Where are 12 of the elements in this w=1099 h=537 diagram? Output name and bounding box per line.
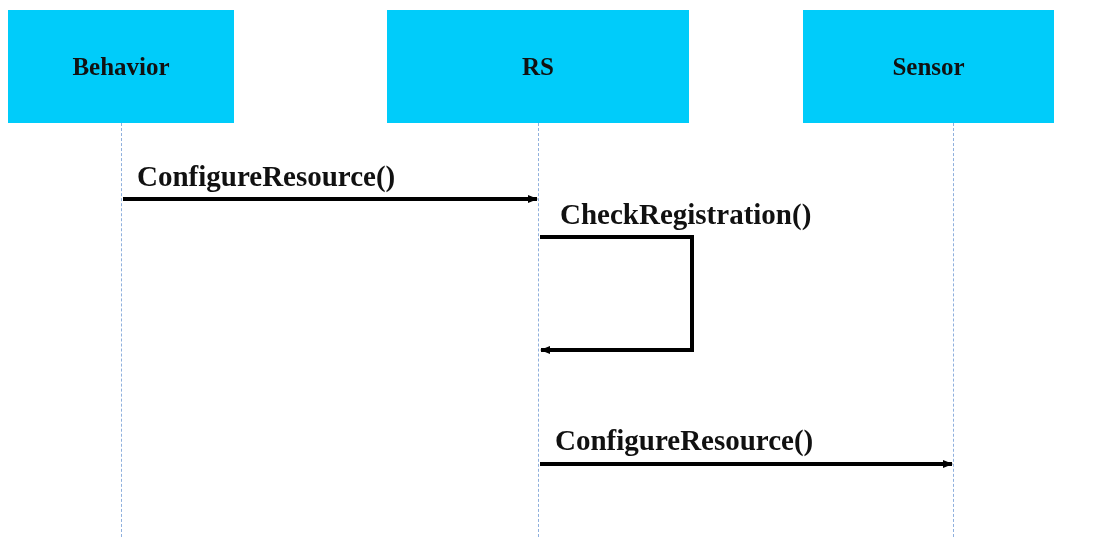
message-label: CheckRegistration() (560, 200, 812, 229)
lifeline (953, 123, 954, 537)
message-label: ConfigureResource() (137, 162, 396, 191)
message-arrow (123, 195, 538, 203)
lifeline-header: RS (387, 10, 689, 123)
lifeline-header: Sensor (803, 10, 1054, 123)
lifeline (121, 123, 122, 537)
message-arrow (540, 460, 953, 468)
lifeline (538, 123, 539, 537)
lifeline-header: Behavior (8, 10, 234, 123)
message-label: ConfigureResource() (555, 426, 814, 455)
message-arrow (540, 235, 694, 354)
